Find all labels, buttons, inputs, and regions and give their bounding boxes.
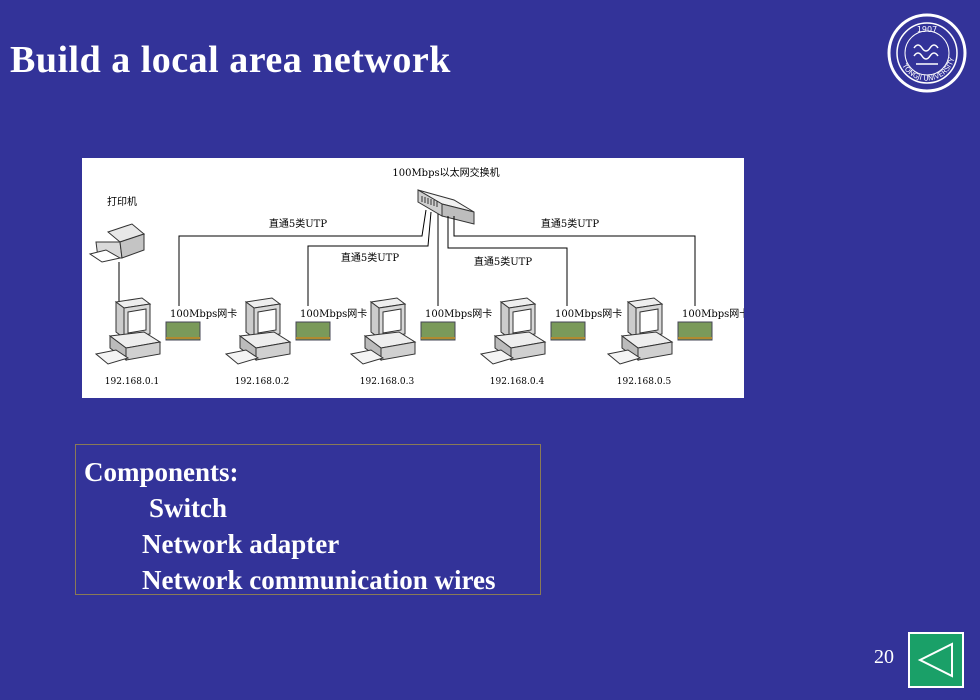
component-item-switch: Switch	[149, 493, 228, 523]
cable-label-1: 直通5类UTP	[269, 217, 327, 230]
nic-label-1: 100Mbps网卡	[170, 307, 237, 320]
host-ip-5: 192.168.0.5	[617, 377, 672, 387]
back-button[interactable]	[908, 632, 964, 688]
nic-label-5: 100Mbps网卡	[682, 307, 744, 320]
host-ip-1: 192.168.0.1	[105, 377, 159, 387]
switch-label: 100Mbps以太网交换机	[392, 166, 499, 179]
cable-label-3: 直通5类UTP	[474, 255, 532, 268]
printer-label: 打印机	[107, 195, 137, 208]
nic-label-3: 100Mbps网卡	[425, 307, 492, 320]
slide-title: Build a local area network	[10, 39, 451, 81]
cables	[118, 209, 696, 306]
host-ip-2: 192.168.0.2	[235, 377, 289, 387]
triangle-left-icon	[917, 642, 953, 678]
component-item-wires: Network communication wires	[142, 565, 496, 595]
host-ip-4: 192.168.0.4	[490, 377, 545, 387]
host-computer-4	[479, 297, 586, 365]
host-computer-3	[349, 297, 456, 365]
switch-icon	[417, 189, 475, 225]
logo-year: 1907	[917, 25, 937, 34]
host-computer-2	[224, 297, 331, 365]
university-logo: 1907 TONGJI UNIVERSITY	[886, 12, 968, 94]
component-item-adapter: Network adapter	[142, 529, 340, 559]
host-ip-3: 192.168.0.3	[360, 377, 415, 387]
network-diagram: 100Mbps以太网交换机 直通5类UTP 直通5类UTP 直通5类UTP 直通…	[82, 158, 744, 398]
nic-label-4: 100Mbps网卡	[555, 307, 622, 320]
host-computer-5	[606, 297, 713, 365]
logo-motto: TONGJI UNIVERSITY	[900, 56, 957, 83]
page-number: 20	[874, 646, 894, 668]
cable-label-2: 直通5类UTP	[341, 251, 399, 264]
printer-icon	[88, 223, 146, 263]
nic-label-2: 100Mbps网卡	[300, 307, 367, 320]
cable-label-4: 直通5类UTP	[541, 217, 599, 230]
components-box: Components: Switch Network adapter Netwo…	[75, 444, 541, 595]
svg-text:TONGJI UNIVERSITY: TONGJI UNIVERSITY	[900, 56, 957, 83]
host-computer-1	[94, 297, 201, 365]
components-heading: Components:	[84, 457, 239, 487]
